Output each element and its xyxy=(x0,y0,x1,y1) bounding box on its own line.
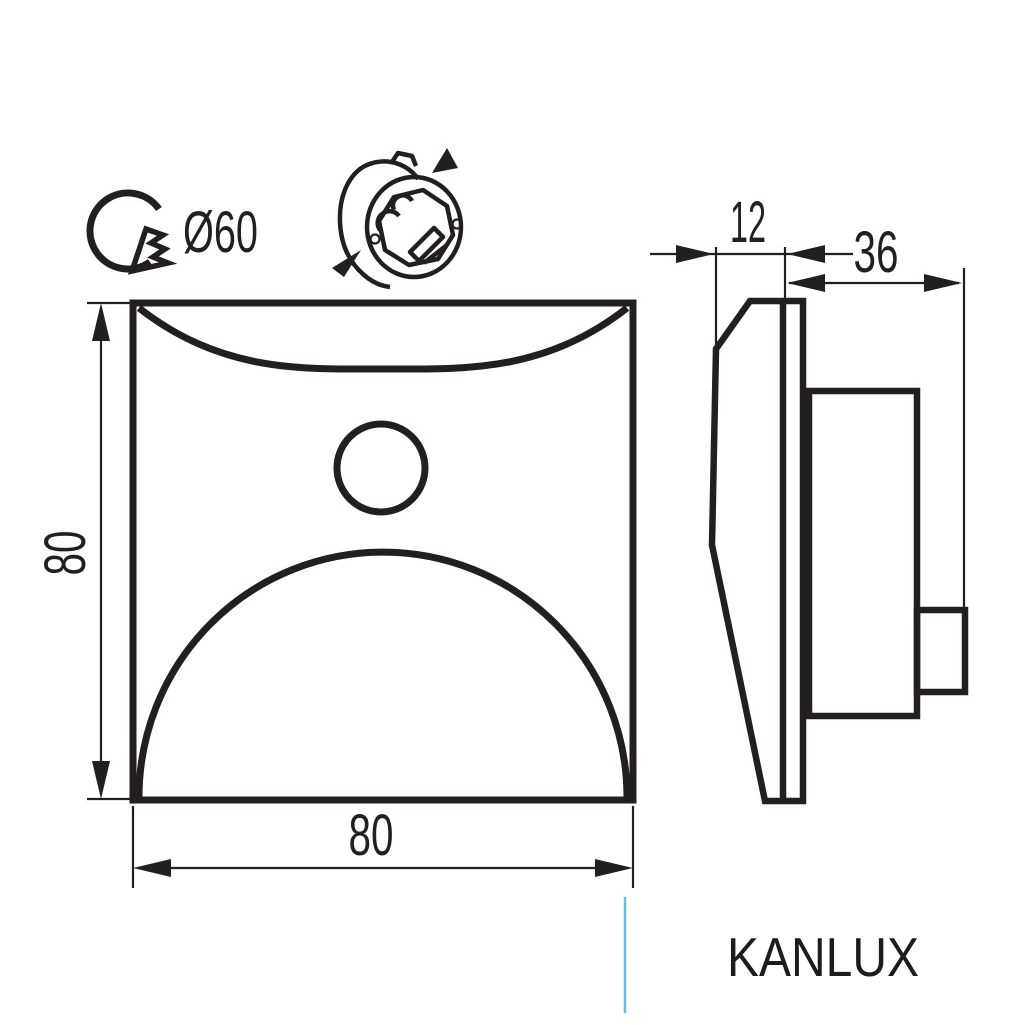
hole-saw-circle xyxy=(86,189,162,273)
front-sensor-circle xyxy=(333,420,429,516)
cutout-diameter-label: Ø60 xyxy=(183,200,258,265)
width-arrow-left xyxy=(133,859,171,877)
box-top-tab xyxy=(390,150,419,167)
front-face-outline xyxy=(129,299,637,804)
bezel-arrow-right-tip xyxy=(676,245,714,263)
recess-arrow-right xyxy=(924,274,962,292)
front-height-label: 80 xyxy=(33,531,98,576)
box-screw-hole-right xyxy=(451,218,463,230)
brand-logo: KANLUX xyxy=(727,926,919,988)
width-arrow-right xyxy=(595,859,633,877)
box-knockout-rect xyxy=(407,225,446,264)
front-width-dimension: 80 xyxy=(131,803,635,888)
side-recessed-body xyxy=(805,387,921,720)
box-back-body xyxy=(337,159,420,290)
hole-saw-wedge xyxy=(127,225,178,275)
flush-mount-box-icon xyxy=(332,148,464,290)
height-arrow-up xyxy=(92,303,110,341)
hole-saw-icon xyxy=(86,189,178,275)
side-view xyxy=(708,297,969,805)
recess-depth-label: 36 xyxy=(854,220,899,285)
side-bezel-dimension: 12 xyxy=(650,190,853,345)
box-knockout-slot xyxy=(422,243,449,265)
side-cover-outline xyxy=(708,297,807,805)
height-arrow-down xyxy=(92,761,110,799)
box-inner-octagon xyxy=(376,187,456,268)
side-rear-step xyxy=(913,606,969,696)
bezel-arrow-left-tip xyxy=(787,245,825,263)
front-dome-arc xyxy=(135,548,631,798)
front-top-concave-arc xyxy=(136,305,630,373)
box-knockout-arc-1 xyxy=(390,193,415,212)
side-recess-dimension: 36 xyxy=(787,220,966,607)
recess-arrow-left xyxy=(787,274,825,292)
box-insert-arrow-top xyxy=(432,148,458,173)
box-knockout-arc-2 xyxy=(375,208,401,232)
front-width-label: 80 xyxy=(349,803,394,868)
bezel-depth-label: 12 xyxy=(730,190,766,255)
box-insert-arrow-bottom xyxy=(332,250,361,277)
box-screw-hole-left xyxy=(369,233,381,245)
front-height-dimension: 80 xyxy=(33,301,131,801)
front-view xyxy=(129,299,637,804)
